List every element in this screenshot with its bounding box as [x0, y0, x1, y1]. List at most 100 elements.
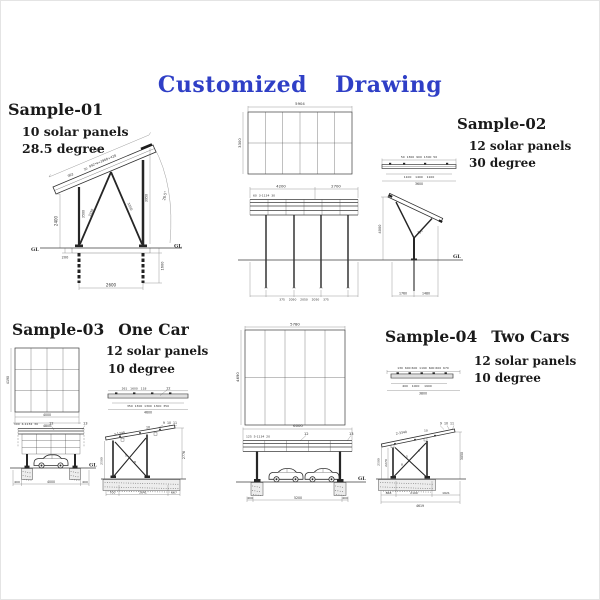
sample-04-panels-label: 12 solar panels: [474, 354, 577, 368]
dim-label: 400 1000 1900: [402, 384, 432, 388]
column-base: [337, 479, 344, 482]
column-base: [72, 465, 78, 469]
clamp: [408, 372, 411, 375]
dim-label: 3800: [419, 392, 427, 396]
note-label: 100 4-1134 30: [14, 422, 38, 426]
width-dims: [13, 412, 81, 424]
dim-label: 2500: [377, 458, 381, 466]
dim-label: 4000: [378, 225, 382, 234]
width-dim: [247, 106, 353, 112]
panel-end-cap: [140, 143, 153, 151]
part-tag: 12: [49, 421, 54, 425]
dim-label: 375 2050 2050 2050 375: [279, 298, 329, 302]
clamp: [169, 392, 172, 395]
base-plate: [139, 244, 147, 248]
part-tag: 13: [83, 421, 88, 425]
roof-segments: [242, 440, 353, 452]
height-dim: [56, 193, 61, 248]
clamp: [139, 432, 141, 434]
dim-label: 4200: [276, 183, 286, 188]
clamp: [396, 372, 399, 375]
member-label: 8: [401, 463, 403, 467]
bottom-dim: [380, 481, 461, 504]
clamp: [424, 162, 427, 165]
clamp: [151, 392, 154, 395]
clamp: [414, 438, 416, 441]
dim-label: 868: [386, 491, 392, 495]
columns: [392, 441, 428, 479]
footing: [21, 468, 33, 480]
panel-dim-line: [48, 132, 151, 178]
gl-label: GL: [358, 476, 366, 482]
member-label: 3950: [145, 194, 149, 202]
cross-struts: [113, 437, 147, 477]
dim-label: 1621: [442, 491, 450, 495]
dim-label: 4200: [92, 145, 104, 154]
width-dim: [244, 326, 346, 330]
dim-label: 1600: [161, 262, 165, 271]
foundation-strip: [378, 479, 436, 491]
clamp: [420, 372, 423, 375]
dim-label: 350 1300 1300 1300 350: [127, 404, 169, 408]
clamp: [133, 392, 136, 395]
dim-label: 2270: [384, 459, 388, 467]
gl-label-left: GL: [31, 247, 39, 253]
dim-label: 200: [62, 255, 69, 259]
dim-label: 3300: [237, 138, 242, 148]
dim-label: 5780: [290, 321, 300, 326]
v-struts: [79, 171, 143, 245]
gl-label: GL: [453, 254, 461, 260]
dim-label: 2776: [182, 451, 186, 459]
member-label: 5: [125, 454, 127, 458]
rail-dim-top: [108, 389, 188, 396]
dim-label: 28.5°: [162, 190, 168, 200]
sample-02-top-view: 5904 3300: [237, 101, 353, 175]
member-label: 3350: [126, 202, 133, 211]
pile-dim: [143, 248, 162, 284]
panel-face-grid: [22, 434, 80, 454]
dim-label: 30: [83, 166, 88, 171]
foundation-strip: [102, 479, 181, 491]
footing-texture: [22, 471, 32, 481]
dim-label: 4190: [6, 376, 10, 384]
base-plate: [110, 475, 116, 478]
rail-dim-top: [381, 158, 457, 165]
car: [33, 454, 69, 469]
angle-arc: [149, 146, 172, 244]
dim-label: 4690: [235, 372, 240, 382]
dim-label: 30°: [417, 231, 423, 235]
sample-03-panels-label: 12 solar panels: [106, 344, 209, 358]
dim-label: 10: [146, 426, 150, 430]
dim-label: 1480: [422, 292, 430, 296]
footing-texture: [70, 471, 80, 481]
sample-02-panels-label: 12 solar panels: [469, 139, 572, 153]
base-plate: [411, 258, 417, 261]
dim-label: 2641: [139, 490, 147, 494]
bottom-dim: [246, 496, 349, 502]
dim-label: 400: [82, 480, 88, 484]
member-label: 3500: [82, 210, 86, 218]
clamp: [115, 392, 118, 395]
sample-04-front-view: 6000 125 5-1134 20 12 13 GL 400 5200 400: [236, 423, 366, 502]
y-struts: [395, 201, 433, 239]
bottom-dim: [391, 226, 439, 297]
clamp: [389, 162, 392, 165]
height-dim-right: [175, 427, 184, 479]
sample-03-front-view: 100 4-1134 30 12 13 GL 400 4000 400: [10, 421, 97, 486]
columns: [112, 434, 148, 478]
clamp: [446, 162, 449, 165]
sample-03-side-view: 9 10 11 3-1340 10 5 8 2500 2776 700 2641…: [100, 421, 186, 496]
sample-01-side-view: 4200 992*4=3968+428 992 30 GL GL 200 160…: [31, 132, 182, 290]
car-left: [268, 468, 304, 483]
columns: [265, 215, 349, 288]
dim-label: 2400: [54, 215, 59, 226]
member-label: 3350: [88, 208, 95, 217]
span-dim: [78, 283, 144, 290]
sample-03-subtitle: One Car: [118, 320, 189, 339]
dim-label: 1100 1400 1100: [404, 175, 435, 179]
clamp: [403, 162, 406, 165]
